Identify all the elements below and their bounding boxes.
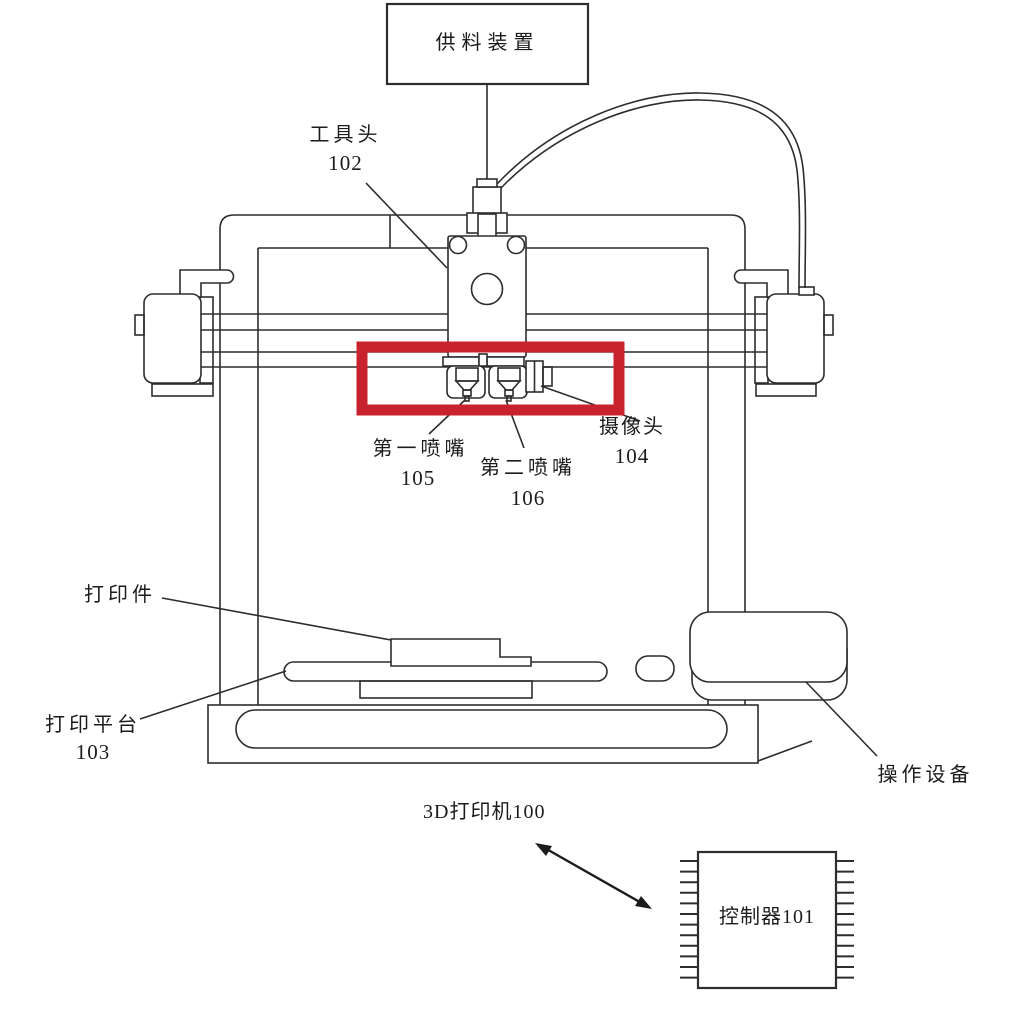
printed-part-shape <box>390 638 532 667</box>
first-nozzle-label: 第一喷嘴 <box>372 438 469 460</box>
second-nozzle-label: 第二喷嘴 <box>480 457 576 479</box>
printer-base <box>207 704 813 764</box>
controller-chip <box>680 850 854 990</box>
platform-ref: 103 <box>75 740 111 764</box>
controller-label: 控制器101 <box>719 906 815 928</box>
feeder-box <box>385 2 590 86</box>
camera-label: 摄像头 <box>599 416 665 438</box>
platform-label: 打印平台 <box>45 714 141 736</box>
operation-device-label: 操作设备 <box>877 764 974 786</box>
bidirectional-arrow <box>535 843 652 909</box>
camera-module <box>525 360 553 393</box>
first-nozzle <box>446 365 486 402</box>
tool-head-ref: 102 <box>328 151 363 175</box>
print-platform-assembly <box>283 638 675 699</box>
left-motor-bracket <box>134 269 235 397</box>
printer-label: 3D打印机100 <box>423 801 546 823</box>
print-part-label: 打印件 <box>84 584 156 606</box>
second-nozzle-ref: 106 <box>510 486 546 510</box>
tool-head <box>442 235 527 367</box>
nozzle-highlight-box <box>356 341 625 416</box>
filament-fitting <box>466 178 508 240</box>
operation-device <box>689 611 848 701</box>
camera-ref: 104 <box>614 444 650 468</box>
right-motor-bracket <box>733 269 834 397</box>
first-nozzle-ref: 105 <box>400 466 436 490</box>
second-nozzle <box>488 365 528 402</box>
feeder-label: 供料装置 <box>435 32 540 54</box>
tool-head-label: 工具头 <box>309 124 382 146</box>
filament-tube <box>496 92 807 289</box>
